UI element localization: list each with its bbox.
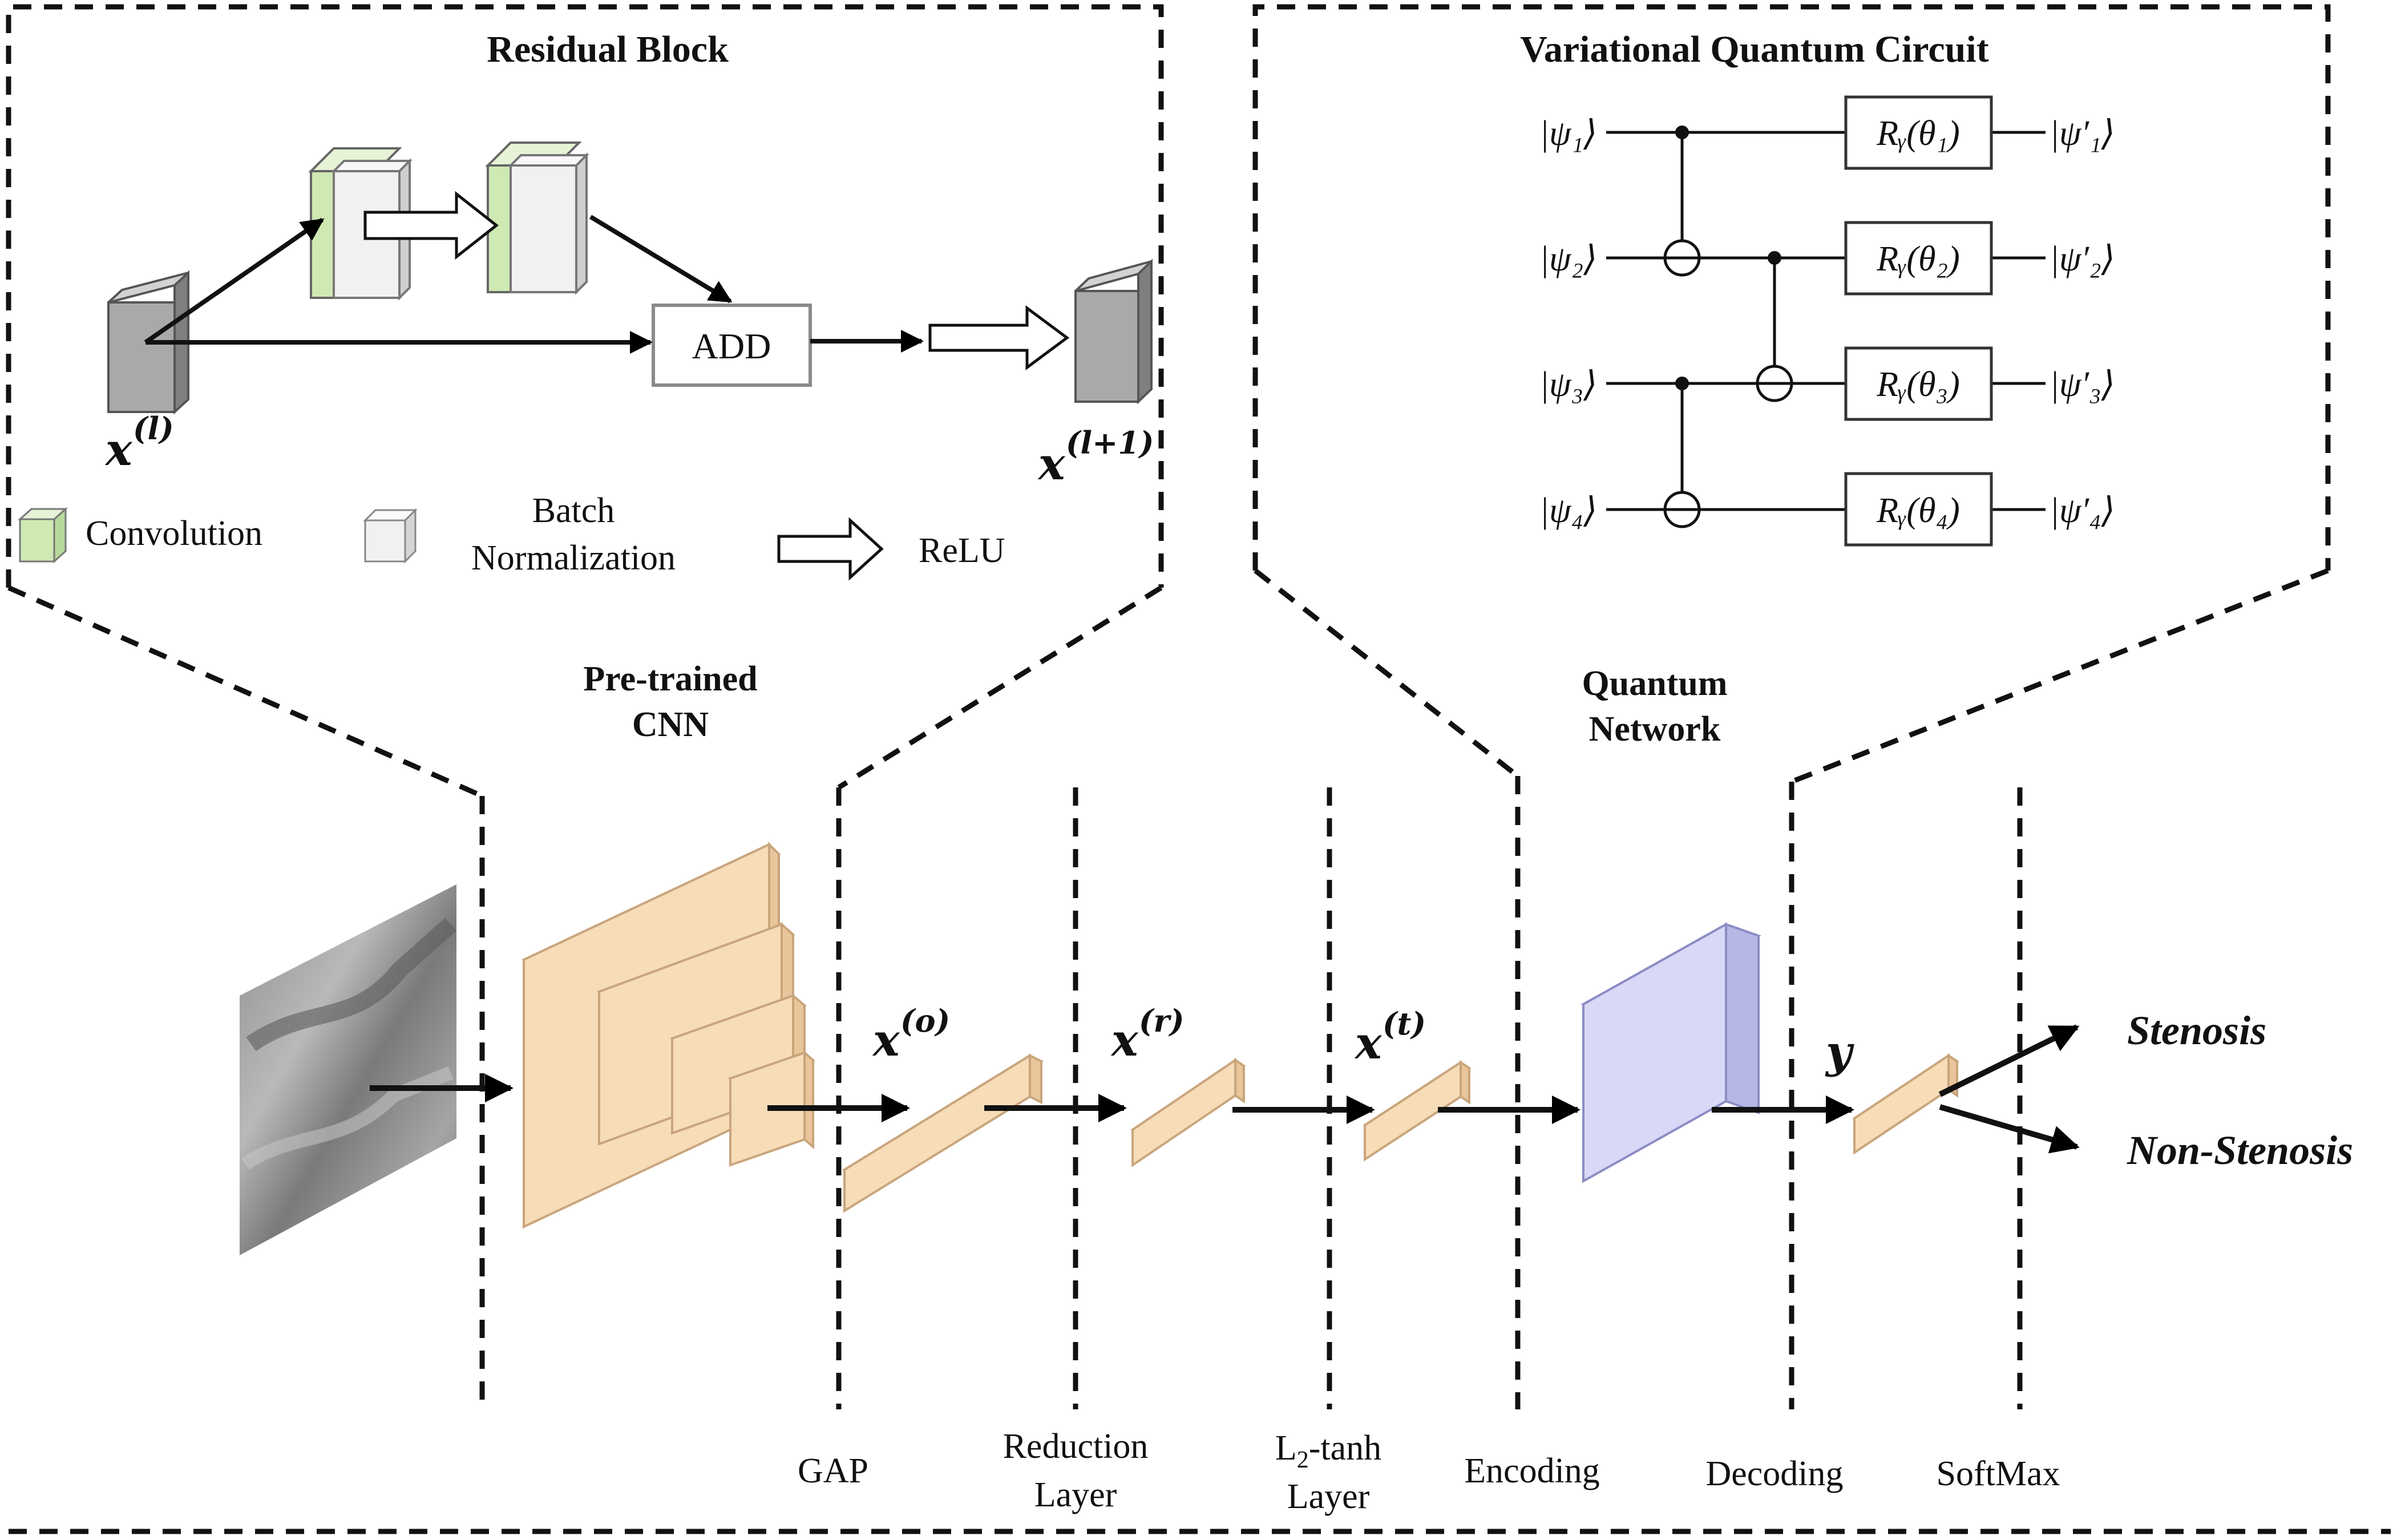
qubit-out-3: |ψ′₃⟩ <box>2050 365 2115 404</box>
feature-var-t: x <box>1354 1017 1383 1069</box>
ry-gate-4-label: Rᵧ(θ₄) <box>1876 491 1959 530</box>
ry-gate-2-label: Rᵧ(θ₂) <box>1876 240 1959 278</box>
qubit-out-2: |ψ′₂⟩ <box>2050 240 2115 278</box>
feature-bar-reduction <box>1130 1058 1246 1167</box>
qubit-in-4: |ψ₄⟩ <box>1539 491 1597 530</box>
qubit-out-1: |ψ′₁⟩ <box>2050 114 2115 153</box>
stage-reduction-1: Reduction <box>1003 1427 1149 1466</box>
relu-arrow-output <box>928 305 1070 370</box>
zoom-line-right-2 <box>1790 568 2329 785</box>
legend-batch-norm-label-2: Normalization <box>471 539 676 577</box>
ry-gate-3-label: Rᵧ(θ₃) <box>1876 365 1959 404</box>
pipeline: Pre-trained CNN Quantum Network <box>240 660 2353 1516</box>
cnot-control-1 <box>1675 126 1689 139</box>
output-var-x: x <box>1037 438 1066 490</box>
arrow-to-non-stenosis <box>1939 1104 2080 1154</box>
zoom-line-left-1 <box>7 585 483 799</box>
cnn-block <box>522 842 815 1229</box>
legend-relu-label: ReLU <box>919 531 1005 570</box>
conv-bn-stack-2 <box>485 142 589 295</box>
arrow-to-stenosis <box>1938 1024 2080 1097</box>
legend-convolution-icon <box>18 507 68 564</box>
residual-block: Residual Block x (l) ADD <box>18 29 1154 581</box>
quantum-network-title-line-2: Network <box>1589 710 1721 749</box>
output-stenosis: Stenosis <box>2127 1008 2266 1053</box>
qubit-in-1: |ψ₁⟩ <box>1539 114 1597 153</box>
angiogram-image <box>240 884 456 1255</box>
feature-sup-t: (t) <box>1383 1005 1426 1042</box>
quantum-circuit: Variational Quantum Circuit <box>1520 29 2115 547</box>
stage-l2tanh-1: L2-tanh <box>1275 1429 1381 1473</box>
zoom-line-left-2 <box>837 585 1163 790</box>
arrow-to-conv1 <box>144 217 325 345</box>
input-var-sup: (l) <box>133 410 174 447</box>
cnot-control-2 <box>1768 251 1781 265</box>
feature-bar-decoding <box>1852 1053 1959 1155</box>
stage-decoding: Decoding <box>1705 1454 1843 1493</box>
ry-gate-4 <box>1844 472 1993 547</box>
ry-gate-1 <box>1844 95 1993 170</box>
output-var-sup: (l+1) <box>1066 425 1154 461</box>
stage-gap: GAP <box>798 1452 868 1490</box>
legend-relu-icon <box>777 517 884 581</box>
qubit-in-3: |ψ₃⟩ <box>1539 365 1597 404</box>
legend-convolution-label: Convolution <box>86 514 262 553</box>
residual-block-title: Residual Block <box>487 29 729 70</box>
qubit-in-2: |ψ₂⟩ <box>1539 240 1597 278</box>
output-non-stenosis: Non-Stenosis <box>2127 1127 2353 1173</box>
cnot-control-3 <box>1675 377 1689 390</box>
input-var-x: x <box>104 424 133 476</box>
output-feature-map <box>1074 258 1153 405</box>
stage-softmax: SoftMax <box>1937 1454 2060 1493</box>
ry-gate-1-label: Rᵧ(θ₁) <box>1876 114 1959 153</box>
zoom-line-right-1 <box>1254 568 1519 778</box>
feature-sup-o: (o) <box>900 1003 950 1039</box>
arrow-to-add <box>589 215 733 304</box>
qubit-out-4: |ψ′₄⟩ <box>2050 491 2115 530</box>
feature-bar-l2tanh <box>1363 1060 1472 1162</box>
quantum-network-title-line-1: Quantum <box>1582 664 1728 703</box>
quantum-circuit-title: Variational Quantum Circuit <box>1520 29 1988 70</box>
add-label: ADD <box>692 326 771 366</box>
legend-batch-norm-icon <box>363 508 418 564</box>
stage-encoding: Encoding <box>1464 1452 1600 1490</box>
cnn-title-line-1: Pre-trained <box>583 660 757 698</box>
feature-var-r: x <box>1110 1014 1139 1066</box>
relu-arrow-inner <box>363 191 499 260</box>
output-var-y: y <box>1825 1026 1854 1078</box>
quantum-network-block <box>1581 922 1761 1183</box>
feature-sup-r: (r) <box>1139 1003 1185 1039</box>
legend-batch-norm-label-1: Batch <box>532 491 615 530</box>
feature-var-o: x <box>872 1014 900 1066</box>
ry-gate-3 <box>1844 346 1993 421</box>
stage-l2tanh-2: Layer <box>1287 1477 1370 1516</box>
residual-block-border <box>6 4 1164 588</box>
quantum-circuit-border <box>1252 4 2331 571</box>
stage-reduction-2: Layer <box>1034 1476 1117 1514</box>
input-feature-map <box>107 270 189 415</box>
ry-gate-2 <box>1844 221 1993 296</box>
add-box <box>652 304 812 387</box>
cnn-title-line-2: CNN <box>632 705 709 744</box>
feature-bar-gap <box>842 1053 1044 1213</box>
